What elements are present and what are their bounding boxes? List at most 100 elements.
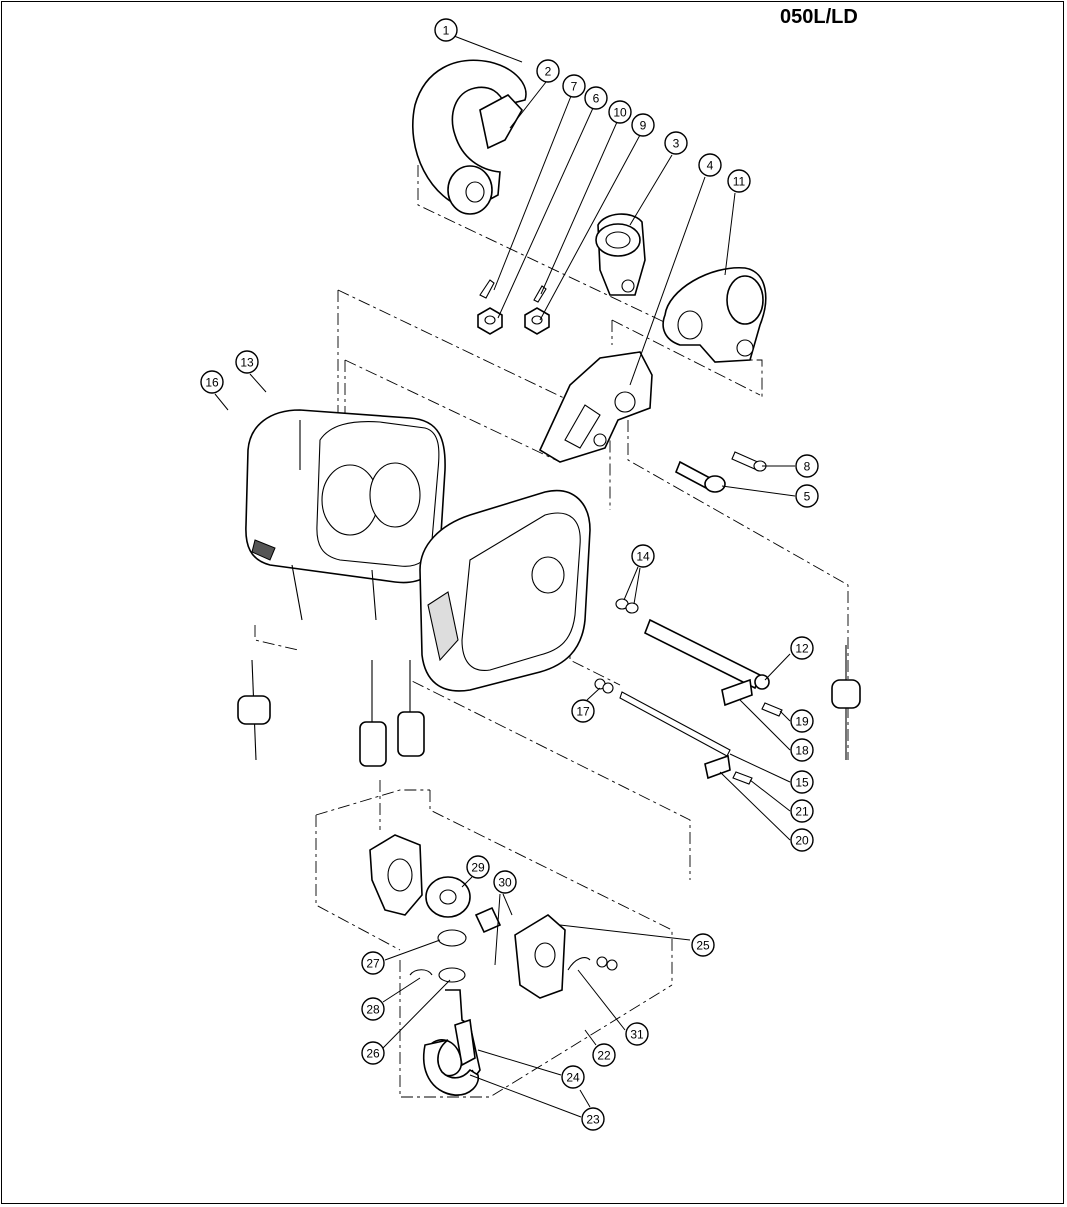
bottom-hook xyxy=(423,989,481,1096)
callout-number: 13 xyxy=(240,356,254,370)
leader-lines xyxy=(214,35,796,1118)
callout-circle xyxy=(790,636,814,660)
callout-circle xyxy=(361,951,385,975)
callout-number: 8 xyxy=(804,460,811,474)
callout-3: 3 xyxy=(664,131,688,155)
callout-number: 21 xyxy=(795,805,809,819)
callout-circle xyxy=(536,59,560,83)
callout-circle xyxy=(361,1041,385,1065)
callout-circle xyxy=(434,18,458,42)
callout-30: 30 xyxy=(493,870,517,894)
callout-number: 11 xyxy=(733,175,746,189)
callout-22: 22 xyxy=(592,1043,616,1067)
callout-number: 22 xyxy=(597,1049,611,1063)
callout-number: 6 xyxy=(593,92,600,106)
callout-9: 9 xyxy=(631,113,655,137)
callout-circle xyxy=(727,169,751,193)
callout-31: 31 xyxy=(625,1022,649,1046)
callout-number: 4 xyxy=(707,159,714,173)
callout-6: 6 xyxy=(584,86,608,110)
shafts xyxy=(594,598,770,757)
callout-number: 10 xyxy=(613,106,627,120)
callout-25: 25 xyxy=(691,933,715,957)
shaft-bolts xyxy=(674,451,767,493)
callout-19: 19 xyxy=(790,709,814,733)
callout-number: 27 xyxy=(366,957,380,971)
callout-circle xyxy=(608,100,632,124)
callout-circle xyxy=(200,370,224,394)
model-title: 050L/LD xyxy=(780,6,858,28)
callout-number: 12 xyxy=(795,642,809,656)
left-housing xyxy=(245,409,446,584)
callout-2: 2 xyxy=(536,59,560,83)
callout-28: 28 xyxy=(361,997,385,1021)
callout-circle xyxy=(691,933,715,957)
callout-16: 16 xyxy=(200,370,224,394)
lower-block xyxy=(369,834,618,999)
callout-circle xyxy=(790,709,814,733)
callout-number: 29 xyxy=(471,861,485,875)
callout-layer: 1276109341113168514121719181521202930252… xyxy=(200,18,819,1131)
callout-7: 7 xyxy=(562,74,586,98)
callout-circle xyxy=(631,113,655,137)
callout-circle xyxy=(584,86,608,110)
callout-number: 28 xyxy=(366,1003,380,1017)
small-brackets xyxy=(704,678,783,785)
callout-23: 23 xyxy=(581,1107,605,1131)
callout-number: 1 xyxy=(443,24,450,38)
callout-4: 4 xyxy=(698,153,722,177)
callout-18: 18 xyxy=(790,738,814,762)
callout-circle xyxy=(581,1107,605,1131)
callout-circle xyxy=(790,770,814,794)
callout-number: 16 xyxy=(205,376,219,390)
callout-circle xyxy=(795,454,819,478)
callout-number: 15 xyxy=(795,776,809,790)
callout-12: 12 xyxy=(790,636,814,660)
callout-circle xyxy=(795,484,819,508)
callout-24: 24 xyxy=(561,1065,585,1089)
callout-circle xyxy=(664,131,688,155)
callout-number: 14 xyxy=(636,550,650,564)
callout-circle xyxy=(592,1043,616,1067)
callout-number: 17 xyxy=(576,705,590,719)
callout-circle xyxy=(625,1022,649,1046)
callout-circle xyxy=(493,870,517,894)
callout-number: 31 xyxy=(630,1028,644,1042)
callout-13: 13 xyxy=(235,350,259,374)
callout-5: 5 xyxy=(795,484,819,508)
top-bracket xyxy=(538,351,653,463)
callout-circle xyxy=(466,855,490,879)
callout-number: 7 xyxy=(571,80,578,94)
callout-27: 27 xyxy=(361,951,385,975)
callout-11: 11 xyxy=(727,169,751,193)
callout-circle xyxy=(698,153,722,177)
right-housing xyxy=(419,489,591,692)
callout-number: 9 xyxy=(640,119,647,133)
callout-number: 3 xyxy=(673,137,680,151)
callout-number: 5 xyxy=(804,490,811,504)
callout-17: 17 xyxy=(571,699,595,723)
callout-circle xyxy=(361,997,385,1021)
callout-number: 23 xyxy=(586,1113,600,1127)
callout-number: 18 xyxy=(795,744,809,758)
callout-circle xyxy=(790,799,814,823)
callout-number: 25 xyxy=(696,939,710,953)
callout-number: 24 xyxy=(566,1071,580,1085)
callout-29: 29 xyxy=(466,855,490,879)
callout-number: 30 xyxy=(498,876,512,890)
callout-number: 2 xyxy=(545,65,552,79)
callout-26: 26 xyxy=(361,1041,385,1065)
callout-21: 21 xyxy=(790,799,814,823)
cotter-pins-and-nuts xyxy=(477,279,550,335)
callout-circle xyxy=(562,74,586,98)
callout-number: 19 xyxy=(795,715,809,729)
callout-1: 1 xyxy=(434,18,458,42)
yoke xyxy=(662,267,767,363)
callout-circle xyxy=(235,350,259,374)
left-load-chains xyxy=(237,564,425,767)
callout-number: 26 xyxy=(366,1047,380,1061)
hand-chain xyxy=(831,645,861,760)
callout-15: 15 xyxy=(790,770,814,794)
